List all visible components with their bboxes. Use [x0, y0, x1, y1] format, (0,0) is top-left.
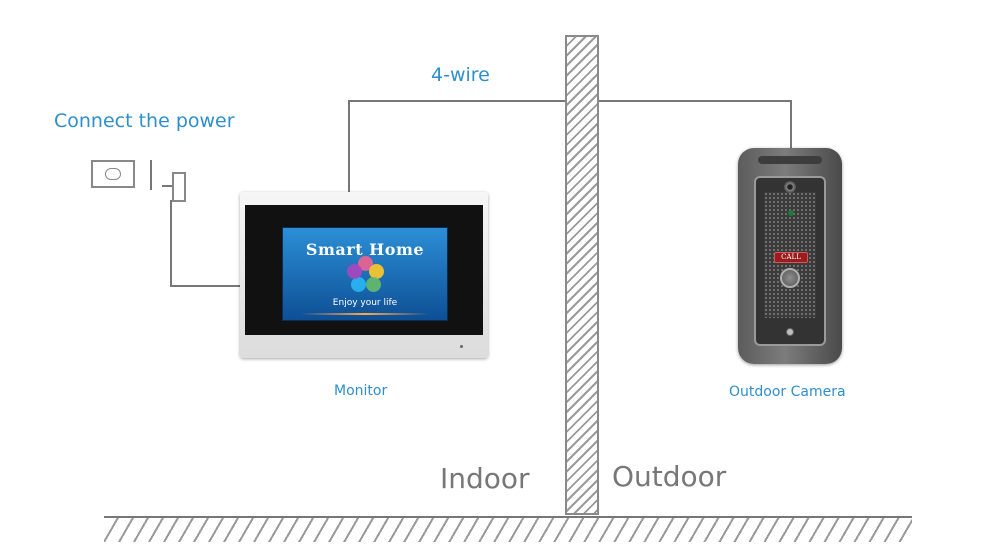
ground — [104, 516, 912, 542]
camera-lens-icon — [784, 181, 796, 193]
wire-camera-vertical — [790, 100, 792, 150]
outdoor-zone-label: Outdoor — [612, 460, 727, 493]
monitor-bezel: Smart Home Enjoy your life — [245, 205, 483, 335]
screw-icon — [786, 328, 794, 336]
logo-petal — [347, 264, 362, 279]
connect-power-label: Connect the power — [54, 110, 235, 132]
power-adapter-icon — [172, 172, 186, 202]
power-outlet-icon — [91, 160, 135, 188]
logo-petal — [366, 277, 381, 292]
logo-petal — [369, 264, 384, 279]
four-wire-label: 4-wire — [431, 64, 490, 86]
camera-front-panel: CALL — [754, 176, 826, 346]
plug-separator — [150, 160, 152, 190]
plug-prong — [162, 185, 172, 187]
indoor-monitor: Smart Home Enjoy your life — [240, 192, 488, 358]
call-button — [780, 268, 800, 288]
outdoor-camera-label: Outdoor Camera — [729, 384, 846, 400]
monitor-label: Monitor — [334, 383, 388, 399]
screen-subtitle: Enjoy your life — [332, 298, 398, 308]
camera-top-slot — [758, 156, 822, 164]
wall — [565, 35, 599, 515]
screen-title: Smart Home — [305, 240, 425, 259]
indicator-led — [788, 210, 794, 216]
monitor-screen: Smart Home Enjoy your life — [282, 227, 448, 321]
smart-home-logo-icon — [341, 254, 391, 298]
logo-petal — [351, 277, 366, 292]
monitor-led — [460, 345, 463, 348]
wire-power-horizontal — [170, 285, 242, 287]
wire-monitor-vertical — [348, 100, 350, 194]
call-badge: CALL — [774, 252, 808, 263]
wire-power-vertical — [170, 200, 172, 286]
indoor-zone-label: Indoor — [440, 462, 530, 495]
outlet-socket — [105, 168, 121, 180]
screen-accent-line — [301, 313, 429, 315]
outdoor-camera: CALL — [738, 148, 842, 364]
